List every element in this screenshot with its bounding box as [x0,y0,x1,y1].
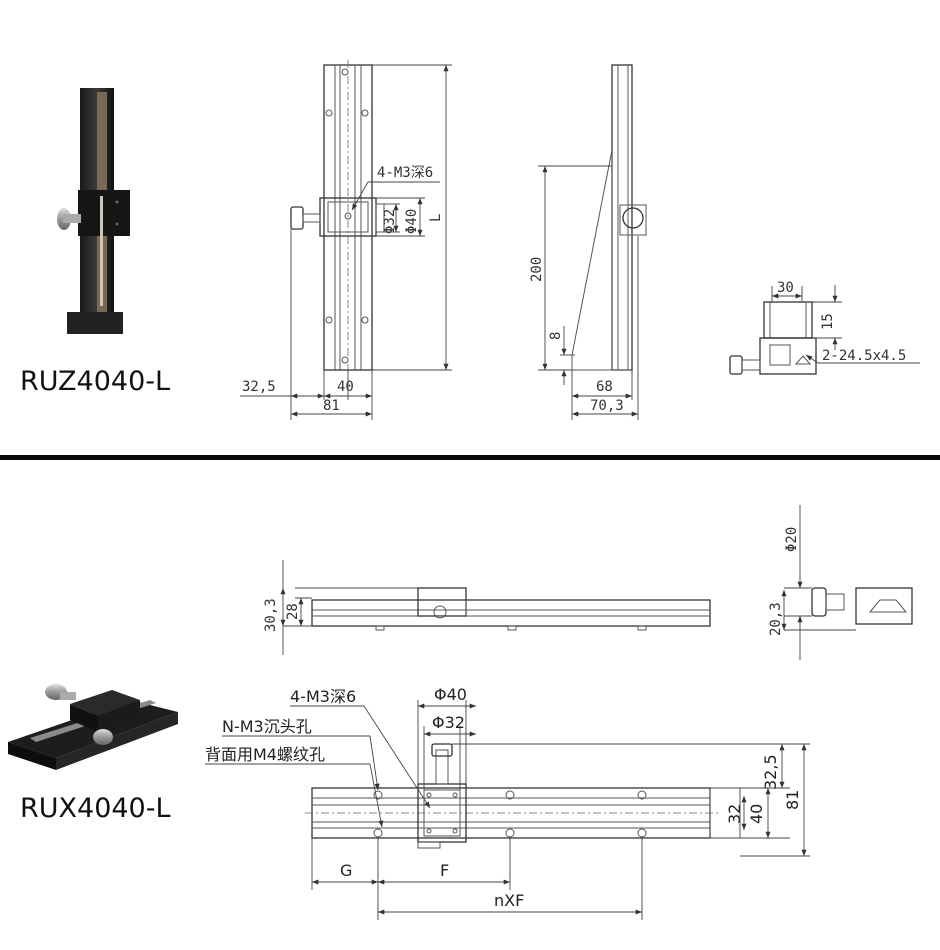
product-model-label-top: RUZ4040-L [20,366,171,397]
countersink-note: N-M3沉头孔 [222,717,312,736]
height30-dim: 30,3 [263,598,279,632]
top-side-view: 200 8 68 70,3 [529,64,647,420]
phi40-dim: Φ40 [404,209,420,234]
product-photo-vertical-stage [57,88,130,334]
hole-note-top: 4-M3深6 [377,165,433,181]
bottom-side-view: 30,3 28 [263,560,711,655]
height8-dim: 8 [548,332,564,340]
height20-dim: 20,3 [768,602,784,636]
bottom-plan-view: 4-M3深6 N-M3沉头孔 背面用M4螺纹孔 Φ40 Φ32 32,5 40 … [205,685,810,920]
height40-plan-dim: 40 [747,804,766,824]
back-thread-note: 背面用M4螺纹孔 [205,745,325,764]
top-front-view: 4-M3深6 Φ32 Φ40 L 32,5 40 81 [240,60,452,420]
product-model-label-bottom: RUX4040-L [20,793,171,824]
depth70-dim: 70,3 [590,398,624,414]
width81-dim: 81 [323,398,340,414]
top-end-view: 30 15 2-24.5x4.5 [729,280,920,375]
phi32-plan-dim: Φ32 [432,713,465,732]
phi40-plan-dim: Φ40 [434,685,467,704]
phi32-dim: Φ32 [382,209,398,234]
height200-dim: 200 [529,257,545,282]
section-divider [0,455,940,460]
width40-dim: 40 [337,379,354,395]
g-dim: G [340,861,352,880]
length-dim: L [428,214,444,222]
height32-plan-dim: 32 [725,804,744,824]
height32-5-dim: 32,5 [761,754,780,790]
f-dim: F [440,861,449,880]
bottom-end-view: Φ20 20,3 [768,505,913,660]
height28-dim: 28 [285,603,301,620]
width30-dim: 30 [777,280,794,296]
height15-dim: 15 [820,313,836,330]
height81-plan-dim: 81 [783,790,802,810]
product-photo-horizontal-stage [8,684,178,770]
slot-note: 2-24.5x4.5 [822,348,906,364]
phi20-dim: Φ20 [784,527,800,552]
offset-dim: 32,5 [242,379,276,395]
depth68-dim: 68 [596,379,613,395]
nxf-dim: nXF [494,891,524,910]
hole-note-bottom: 4-M3深6 [290,687,356,706]
